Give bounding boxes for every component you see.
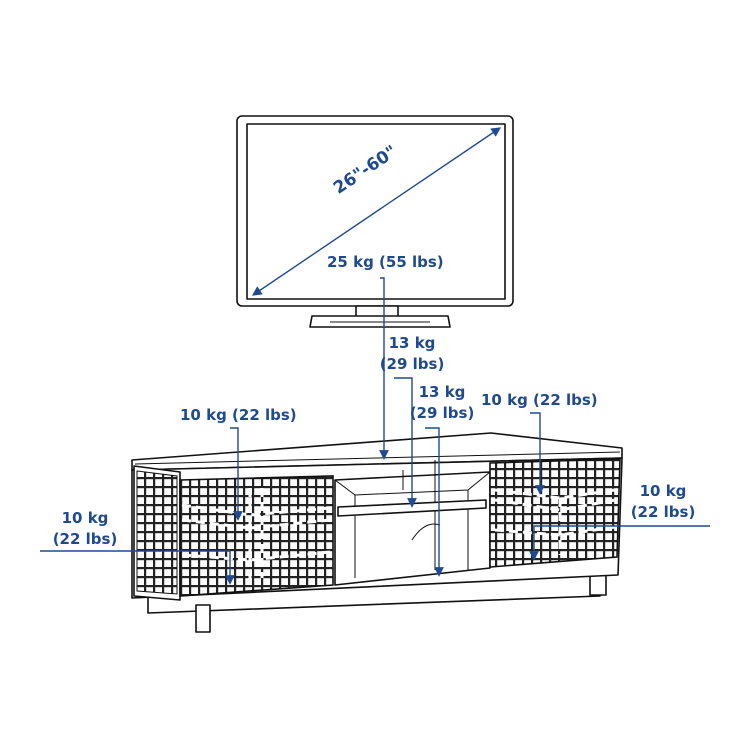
shelf-load-label: 13 kg (29 lbs): [402, 382, 482, 424]
right-shelf-load-lbs: (22 lbs): [630, 503, 696, 521]
left-shelf-load-lbs: (22 lbs): [52, 530, 118, 548]
tv-bench: [131, 432, 623, 633]
top-load-lbs: (29 lbs): [379, 355, 445, 373]
top-load-label: 13 kg (29 lbs): [372, 333, 452, 375]
left-drawer-load-label: 10 kg (22 lbs): [180, 406, 297, 424]
right-drawer-load-label: 10 kg (22 lbs): [481, 391, 598, 409]
right-shelf-load-kg: 10 kg: [639, 482, 687, 500]
left-shelf-load-kg: 10 kg: [61, 509, 109, 527]
shelf-load-lbs: (29 lbs): [409, 404, 475, 422]
left-shelf-load-label: 10 kg (22 lbs): [45, 508, 125, 550]
shelf-load-kg: 13 kg: [418, 383, 466, 401]
load-leaders: [40, 277, 710, 585]
tv-load-label: 25 kg (55 lbs): [327, 253, 444, 271]
television: [236, 115, 514, 328]
right-shelf-load-label: 10 kg (22 lbs): [623, 481, 703, 523]
top-load-kg: 13 kg: [388, 334, 436, 352]
